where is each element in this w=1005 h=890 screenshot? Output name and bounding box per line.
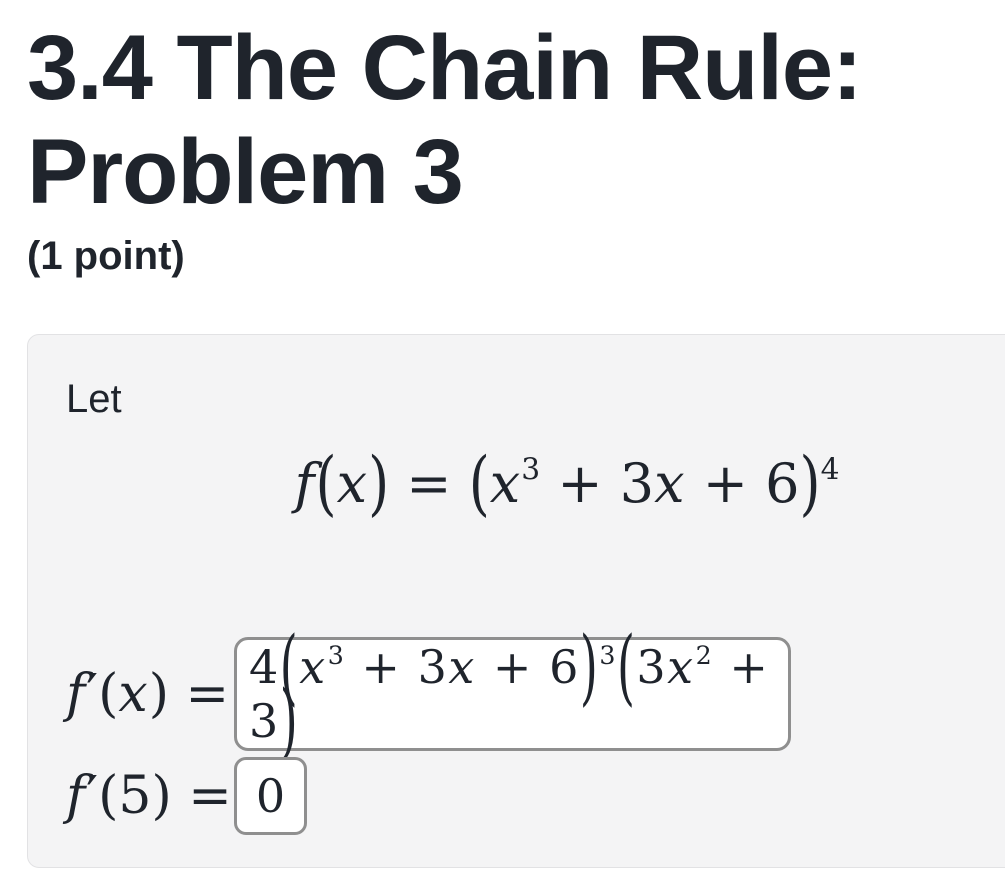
homework-problem-page: 3.4 The Chain Rule: Problem 3 (1 point) … bbox=[0, 16, 1005, 868]
points-label: (1 point) bbox=[27, 234, 185, 278]
answer-row-fprime-x: f′(x) = 4(x3 + 3x + 6)3(3x2 + 3) bbox=[66, 617, 791, 769]
fprime-x-input[interactable]: 4(x3 + 3x + 6)3(3x2 + 3) bbox=[234, 617, 791, 769]
fprime-x-label: f′(x) = bbox=[66, 664, 230, 724]
fprime-5-label: f′(5) = bbox=[66, 766, 232, 826]
fprime-x-value: 4(x3 + 3x + 6)3(3x2 + 3) bbox=[249, 617, 770, 769]
answer-row-fprime-5: f′(5) = 0 bbox=[66, 757, 307, 835]
problem-equation: f(x) = (x3 + 3x + 6)4 bbox=[294, 442, 840, 524]
fprime-5-input[interactable]: 0 bbox=[234, 757, 307, 835]
problem-panel: Let f(x) = (x3 + 3x + 6)4 f′(x) = 4(x3 +… bbox=[27, 334, 1005, 868]
fprime-5-value: 0 bbox=[255, 769, 286, 823]
problem-intro-text: Let bbox=[66, 377, 122, 421]
page-title: 3.4 The Chain Rule: Problem 3 bbox=[27, 17, 863, 223]
